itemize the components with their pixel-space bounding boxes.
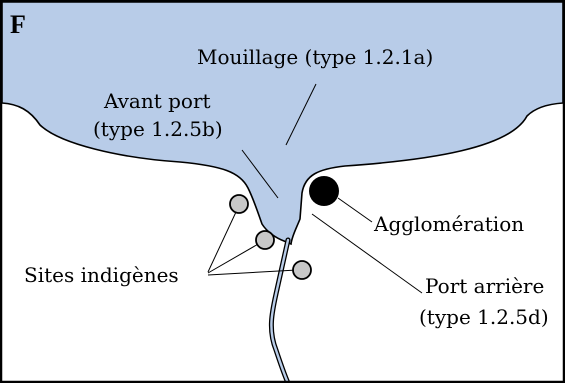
agglomeration-marker [309,176,339,206]
sites-leader-2 [207,242,261,274]
sites-indigenes-label: Sites indigènes [24,263,179,287]
mouillage-leader [285,83,317,146]
site-marker [255,230,275,250]
avant-port-label-line2: (type 1.2.5b) [93,117,223,141]
sites-leader-1 [207,211,237,273]
port-arriere-label-line1: Port arrière [425,274,544,298]
agglomeration-label: Agglomération [373,212,524,236]
water-body [1,1,564,246]
mouillage-label: Mouillage (type 1.2.1a) [197,45,433,69]
avant-port-leader [241,149,279,199]
river-fill [270,238,290,383]
site-marker [229,194,249,214]
port-arriere-leader [311,213,423,294]
agglomeration-leader [337,197,373,223]
sites-leader-3 [207,269,298,276]
port-arriere-label-line2: (type 1.2.5d) [419,305,549,329]
avant-port-label-line1: Avant port [103,89,211,113]
site-marker [292,260,312,280]
panel-letter: F [10,10,26,39]
